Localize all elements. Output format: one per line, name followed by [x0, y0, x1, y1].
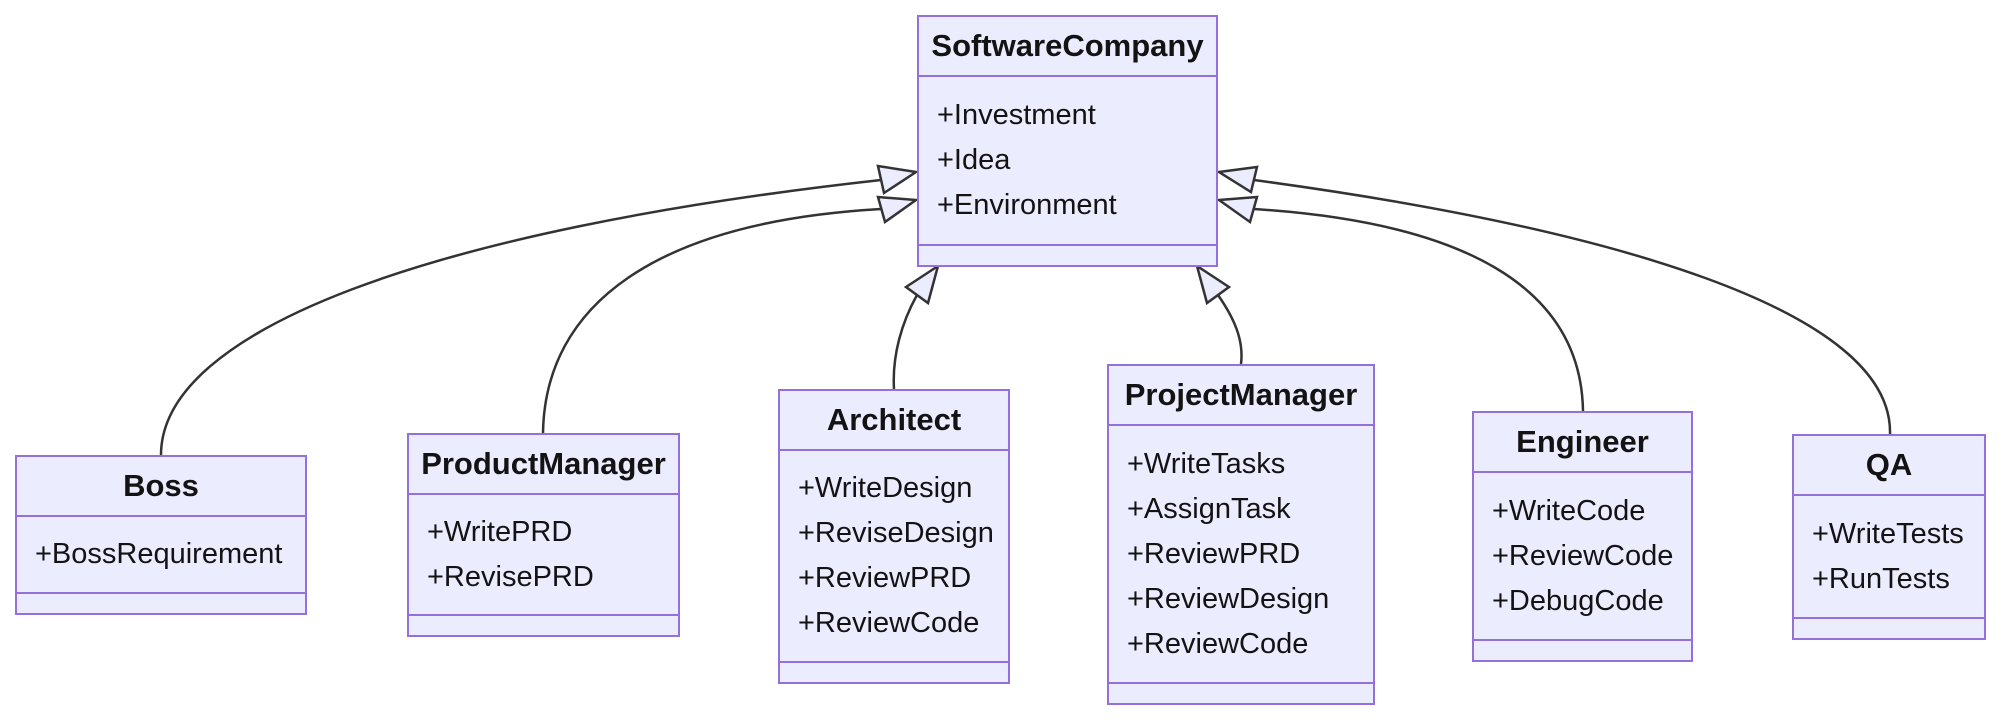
- class-attribute: +AssignTask: [1127, 492, 1291, 525]
- class-attribute: +WriteCode: [1492, 494, 1646, 527]
- class-methods-empty: [409, 616, 678, 635]
- edge-architect-to-softwarecompany: [892, 294, 919, 390]
- class-name: SoftwareCompany: [919, 17, 1216, 77]
- class-methods-empty: [1109, 684, 1373, 703]
- class-attribute: +WriteTasks: [1127, 447, 1286, 480]
- class-productmanager: ProductManager +WritePRD +RevisePRD: [407, 433, 680, 637]
- class-attributes: +Investment +Idea +Environment: [919, 77, 1216, 246]
- class-attribute: +ReviewDesign: [1127, 582, 1330, 615]
- inheritance-arrowhead-engineer: [1215, 195, 1259, 225]
- class-attribute: +WriteDesign: [798, 472, 973, 504]
- class-attribute: +Idea: [937, 144, 1011, 176]
- class-attribute: +BossRequirement: [35, 538, 283, 570]
- class-attributes: +WriteTasks +AssignTask +ReviewPRD +Revi…: [1109, 426, 1373, 684]
- class-attribute: +ReviewPRD: [798, 562, 972, 594]
- class-attribute: +WriteTests: [1812, 517, 1964, 550]
- class-attribute: +RunTests: [1812, 562, 1950, 595]
- class-attributes: +WritePRD +RevisePRD: [409, 495, 678, 616]
- class-methods-empty: [780, 663, 1008, 682]
- class-name: Boss: [17, 457, 305, 517]
- class-attributes: +WriteTests +RunTests: [1794, 496, 1984, 619]
- class-attribute: +WritePRD: [427, 515, 573, 548]
- class-attribute: +ReviewCode: [1127, 627, 1309, 660]
- class-engineer: Engineer +WriteCode +ReviewCode +DebugCo…: [1472, 411, 1693, 662]
- class-attribute: +ReviewCode: [798, 607, 980, 639]
- class-softwarecompany: SoftwareCompany +Investment +Idea +Envir…: [917, 15, 1218, 267]
- class-attributes: +WriteCode +ReviewCode +DebugCode: [1474, 473, 1691, 641]
- class-attributes: +BossRequirement: [17, 517, 305, 594]
- class-attribute: +ReviewCode: [1492, 539, 1674, 572]
- class-attributes: +WriteDesign +ReviseDesign +ReviewPRD +R…: [780, 451, 1008, 663]
- class-name: Engineer: [1474, 413, 1691, 473]
- class-projectmanager: ProjectManager +WriteTasks +AssignTask +…: [1107, 364, 1375, 705]
- inheritance-arrowhead-boss: [876, 164, 920, 196]
- inheritance-arrowhead-productmanager: [876, 195, 920, 225]
- class-name: QA: [1794, 436, 1984, 496]
- class-attribute: +Environment: [937, 189, 1117, 221]
- inheritance-arrowhead-qa: [1215, 165, 1259, 194]
- edge-boss-to-softwarecompany: [159, 178, 882, 456]
- class-attribute: +ReviseDesign: [798, 517, 994, 549]
- inheritance-arrowhead-projectmanager: [1194, 263, 1232, 306]
- class-name: ProductManager: [409, 435, 678, 495]
- edge-projectmanager-to-softwarecompany: [1216, 294, 1243, 365]
- class-name: ProjectManager: [1109, 366, 1373, 426]
- class-attribute: +DebugCode: [1492, 584, 1664, 617]
- class-boss: Boss +BossRequirement: [15, 455, 307, 615]
- class-methods-empty: [17, 594, 305, 613]
- class-methods-empty: [1474, 641, 1691, 660]
- class-attribute: +RevisePRD: [427, 560, 594, 593]
- class-methods-empty: [1794, 619, 1984, 638]
- class-methods-empty: [919, 246, 1216, 265]
- edge-qa-to-softwarecompany: [1253, 178, 1892, 435]
- class-name: Architect: [780, 391, 1008, 451]
- class-qa: QA +WriteTests +RunTests: [1792, 434, 1986, 640]
- edge-engineer-to-softwarecompany: [1253, 207, 1585, 412]
- inheritance-arrowhead-architect: [903, 263, 941, 306]
- edge-productmanager-to-softwarecompany: [541, 207, 882, 434]
- class-attribute: +Investment: [937, 99, 1096, 131]
- class-architect: Architect +WriteDesign +ReviseDesign +Re…: [778, 389, 1010, 684]
- class-attribute: +ReviewPRD: [1127, 537, 1301, 570]
